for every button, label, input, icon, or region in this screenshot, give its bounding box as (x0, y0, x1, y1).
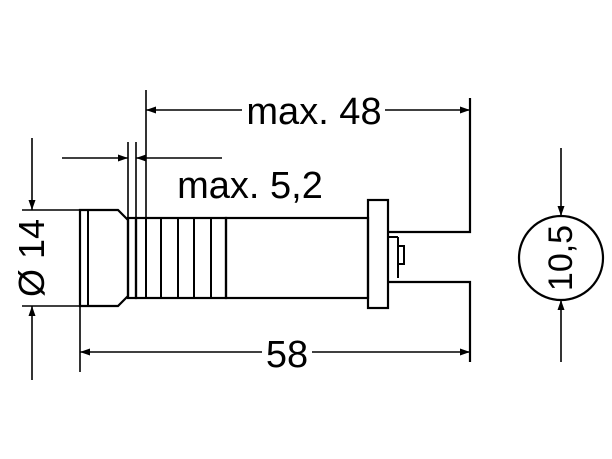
label-diameter-10-5: 10,5 (542, 225, 580, 291)
housing (224, 216, 370, 300)
dimension-58: 58 (79, 306, 470, 376)
mounting-flange (126, 216, 138, 300)
label-58: 58 (266, 334, 308, 376)
rear-collar (366, 198, 390, 310)
terminal-bottom (388, 280, 472, 362)
end-view-diameter-10-5: 10,5 (517, 148, 605, 362)
dimension-max-48: max. 48 (145, 90, 470, 218)
label-max-48: max. 48 (246, 91, 381, 133)
dimension-diameter-14: Ø 14 (11, 138, 80, 380)
dimension-max-5-2: max. 5,2 (62, 142, 323, 218)
label-max-5-2: max. 5,2 (177, 165, 323, 207)
label-diameter-14: Ø 14 (11, 219, 52, 297)
threaded-section (134, 216, 228, 300)
terminal-top (388, 98, 472, 234)
lamp-body (78, 98, 472, 362)
